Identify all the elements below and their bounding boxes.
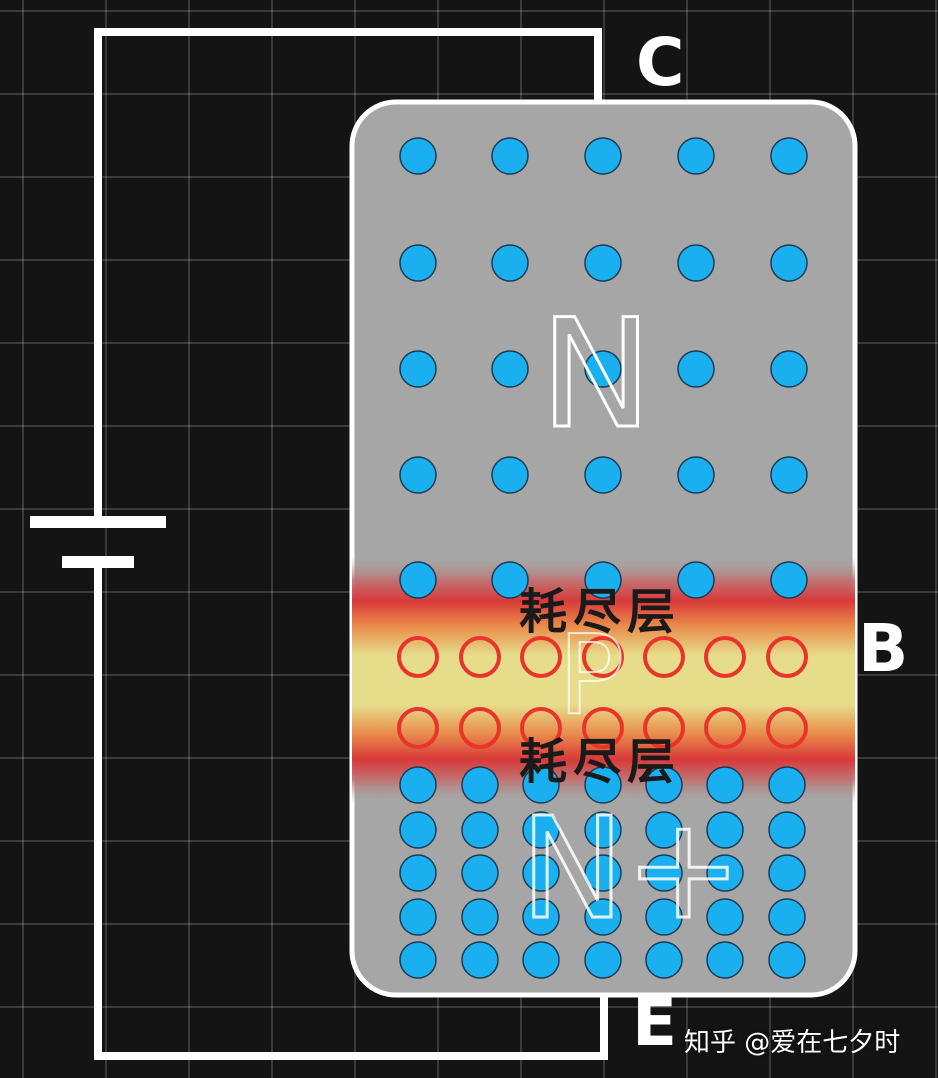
electron-dot-icon	[706, 898, 744, 936]
emitter-wire	[94, 562, 608, 1060]
hole-ring-icon	[704, 636, 746, 678]
base-terminal-label: B	[858, 610, 909, 687]
hole-ring-icon	[582, 636, 624, 678]
electron-dot-icon	[522, 811, 560, 849]
electron-dot-icon	[706, 766, 744, 804]
electron-dot-icon	[677, 561, 715, 599]
electron-dot-icon	[584, 811, 622, 849]
electron-dot-icon	[399, 561, 437, 599]
electron-dot-icon	[399, 244, 437, 282]
electron-dot-icon	[645, 941, 683, 979]
n-region-label: N	[538, 288, 653, 462]
hole-ring-icon	[766, 636, 808, 678]
electron-dot-icon	[399, 137, 437, 175]
collector-terminal-label: C	[636, 24, 685, 101]
electron-dot-icon	[768, 811, 806, 849]
electron-dot-icon	[584, 561, 622, 599]
n-plus-region-label: N+	[518, 788, 743, 951]
electron-dot-icon	[706, 811, 744, 849]
electron-dot-icon	[645, 898, 683, 936]
electron-dot-icon	[584, 766, 622, 804]
electron-dot-icon	[677, 350, 715, 388]
hole-ring-icon	[520, 707, 562, 749]
electron-dot-icon	[677, 244, 715, 282]
hole-ring-icon	[459, 636, 501, 678]
electron-dot-icon	[522, 941, 560, 979]
depletion-layer-label-bottom: 耗尽层	[518, 734, 682, 790]
hole-ring-icon	[520, 636, 562, 678]
hole-ring-icon	[643, 707, 685, 749]
electron-dot-icon	[584, 350, 622, 388]
watermark: 知乎 @爱在七夕时	[684, 1028, 901, 1058]
electron-dot-icon	[522, 766, 560, 804]
collector-wire	[94, 28, 602, 522]
electron-dot-icon	[522, 898, 560, 936]
electron-dot-icon	[645, 766, 683, 804]
electron-dot-icon	[461, 811, 499, 849]
electron-dot-icon	[770, 350, 808, 388]
electron-dot-icon	[584, 941, 622, 979]
hole-ring-icon	[397, 636, 439, 678]
electron-dot-icon	[399, 350, 437, 388]
electron-dot-icon	[461, 941, 499, 979]
electron-dot-icon	[768, 941, 806, 979]
electron-dot-icon	[706, 941, 744, 979]
electron-dot-icon	[645, 854, 683, 892]
electron-dot-icon	[584, 898, 622, 936]
electron-dot-icon	[399, 941, 437, 979]
p-region-label: P	[557, 611, 625, 739]
electron-dot-icon	[584, 137, 622, 175]
electron-dot-icon	[770, 456, 808, 494]
electron-dot-icon	[770, 137, 808, 175]
emitter-terminal-label: E	[632, 984, 678, 1061]
electron-dot-icon	[770, 561, 808, 599]
electron-dot-icon	[584, 244, 622, 282]
electron-dot-icon	[491, 244, 529, 282]
electron-dot-icon	[677, 137, 715, 175]
electron-dot-icon	[584, 456, 622, 494]
electron-dot-icon	[768, 854, 806, 892]
hole-ring-icon	[704, 707, 746, 749]
hole-ring-icon	[643, 636, 685, 678]
electron-dot-icon	[770, 244, 808, 282]
electron-dot-icon	[584, 854, 622, 892]
electron-dot-icon	[461, 766, 499, 804]
hole-ring-icon	[459, 707, 501, 749]
battery-symbol-icon	[30, 516, 166, 568]
electron-dot-icon	[768, 766, 806, 804]
electron-dot-icon	[399, 854, 437, 892]
electron-dot-icon	[399, 766, 437, 804]
hole-ring-icon	[766, 707, 808, 749]
electron-dot-icon	[399, 456, 437, 494]
electron-dot-icon	[768, 898, 806, 936]
hole-ring-icon	[397, 707, 439, 749]
electron-dot-icon	[491, 456, 529, 494]
hole-ring-icon	[582, 707, 624, 749]
electron-dot-icon	[522, 854, 560, 892]
electron-dot-icon	[677, 456, 715, 494]
electron-dot-icon	[491, 561, 529, 599]
electron-dot-icon	[461, 898, 499, 936]
depletion-layer-label-top: 耗尽层	[518, 584, 682, 640]
electron-dot-icon	[491, 350, 529, 388]
electron-dot-icon	[491, 137, 529, 175]
electron-dot-icon	[399, 811, 437, 849]
electron-dot-icon	[399, 898, 437, 936]
electron-dot-icon	[461, 854, 499, 892]
electron-dot-icon	[645, 811, 683, 849]
charge-carriers	[397, 137, 808, 979]
electron-dot-icon	[706, 854, 744, 892]
